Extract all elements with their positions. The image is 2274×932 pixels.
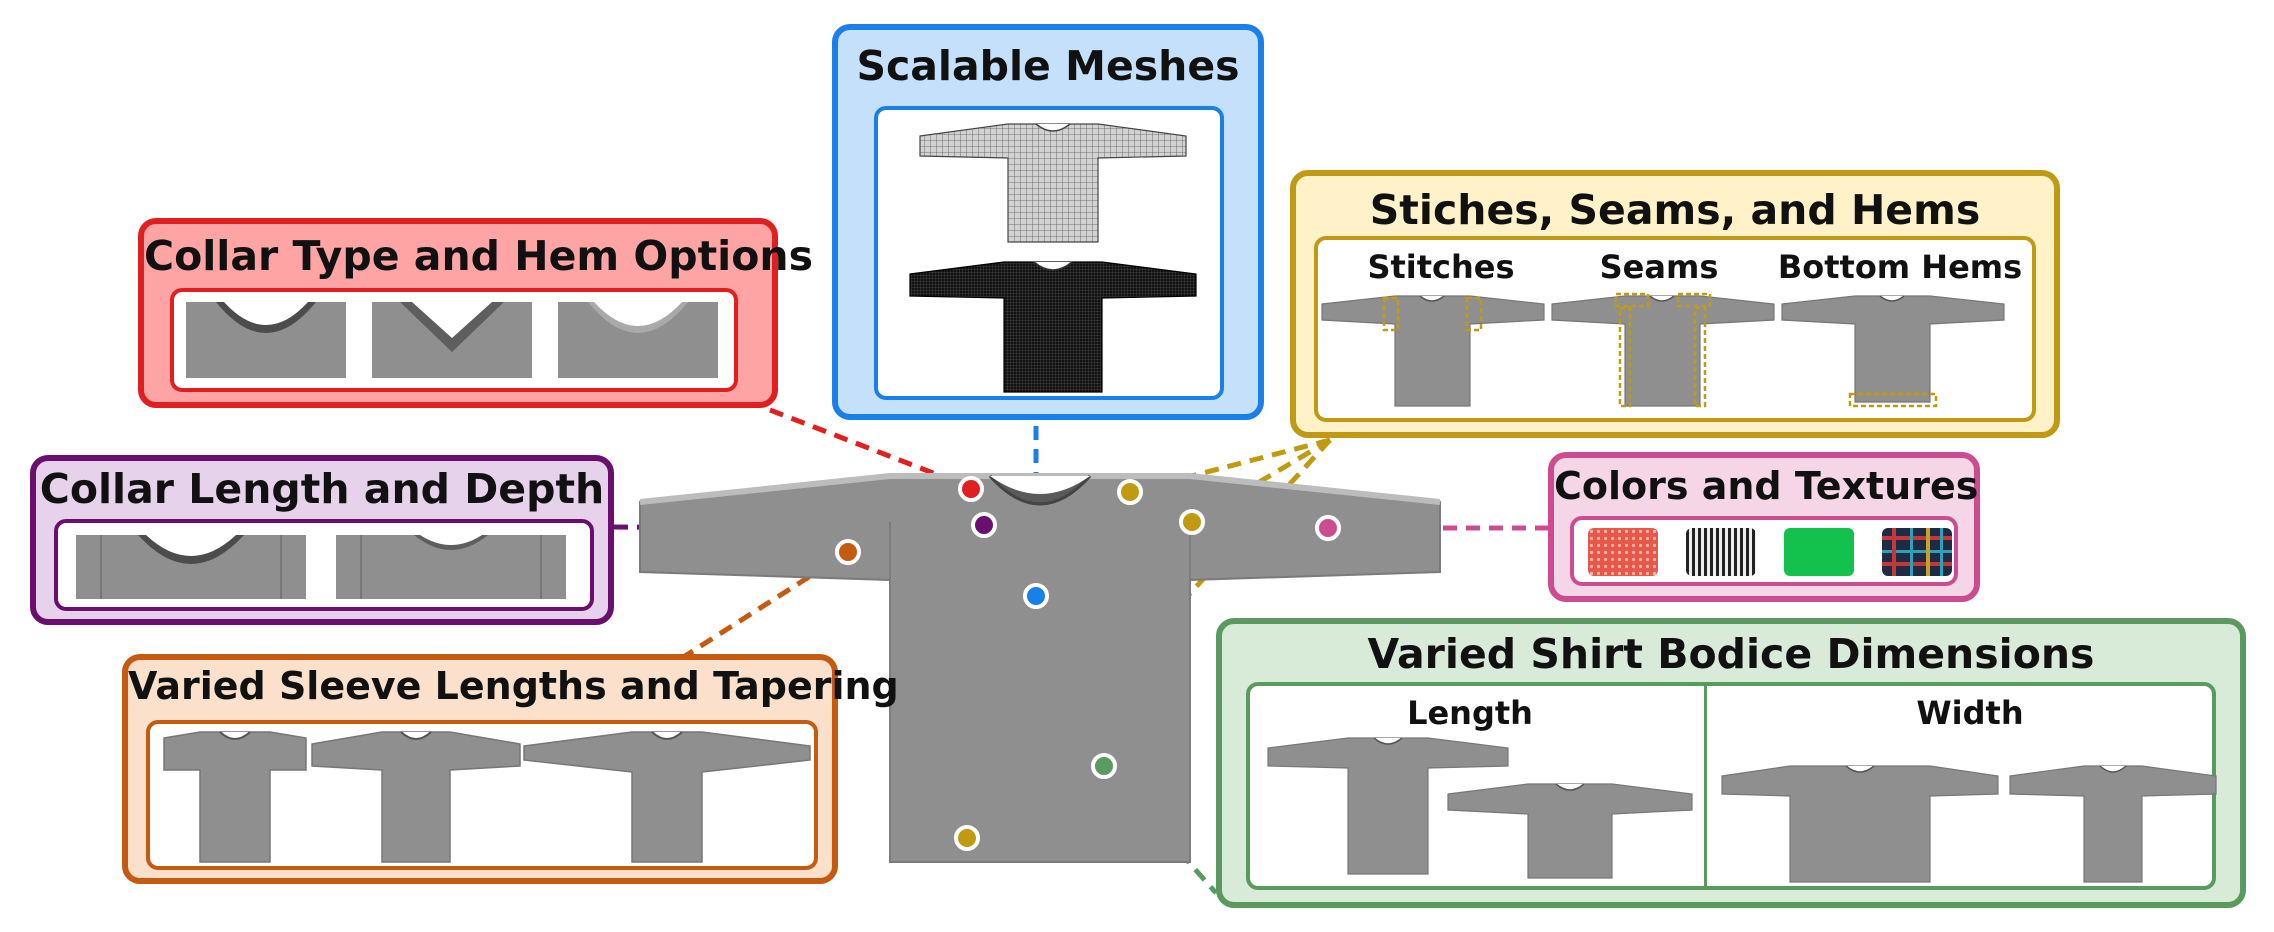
v-neck-collar-thumbnail [372, 302, 532, 378]
sleeve-examples [146, 720, 818, 870]
central-shirt [639, 473, 1441, 863]
collar-type-examples [170, 288, 738, 392]
coarse-mesh-shirt-thumbnail [919, 123, 1187, 243]
connector-collar-type [769, 407, 973, 491]
marker-collar-length [971, 512, 997, 538]
stitches-panel: Stiches, Seams, and Hems Stitches Seams … [1290, 170, 2060, 438]
seams-label: Seams [1599, 248, 1719, 286]
length-label: Length [1407, 694, 1533, 732]
long-bodice-shirt-thumbnail [1267, 737, 1509, 875]
mid-sleeve-shirt-thumbnail [311, 731, 521, 863]
marker-colors [1315, 515, 1341, 541]
wide-bodice-shirt-thumbnail [1721, 765, 1999, 883]
collar-length-panel: Collar Length and Depth [30, 455, 614, 625]
marker-meshes [1023, 583, 1049, 609]
bodice-panel: Varied Shirt Bodice Dimensions Length Wi… [1216, 618, 2246, 908]
bodice-examples: Length Width [1246, 682, 2217, 890]
swatch-black-stripes [1686, 528, 1756, 576]
collar-type-panel: Collar Type and Hem Options [138, 218, 813, 408]
bottom-hems-shirt-thumbnail [1781, 295, 2005, 408]
fine-mesh-shirt-thumbnail [909, 261, 1197, 393]
marker-collar-type [958, 476, 984, 502]
no-hem-collar-thumbnail [558, 302, 718, 378]
short-bodice-shirt-thumbnail [1447, 783, 1693, 879]
panel-title: Colors and Textures [1554, 464, 1979, 508]
stitches-label: Stitches [1367, 248, 1515, 286]
deep-collar-thumbnail [76, 535, 306, 599]
long-tapered-sleeve-shirt-thumbnail [523, 731, 811, 863]
seams-shirt-thumbnail [1551, 292, 1775, 408]
panel-title: Varied Sleeve Lengths and Tapering [128, 664, 899, 708]
colors-panel: Colors and Textures [1548, 452, 1980, 602]
mesh-examples [874, 106, 1224, 400]
meshes-panel: Scalable Meshes [832, 24, 1264, 420]
stitches-examples: Stitches Seams Bottom Hems [1314, 236, 2036, 422]
panel-title: Scalable Meshes [856, 42, 1240, 90]
narrow-bodice-shirt-thumbnail [2009, 765, 2217, 883]
collar-length-examples [54, 519, 594, 611]
bottom-hems-label: Bottom Hems [1777, 248, 2023, 286]
marker-stitches-shoulder [1179, 509, 1205, 535]
short-sleeve-shirt-thumbnail [163, 731, 307, 863]
panel-title: Stiches, Seams, and Hems [1369, 186, 1981, 234]
marker-stitches-collar [1117, 479, 1143, 505]
panel-title: Collar Type and Hem Options [144, 232, 813, 280]
stitches-shirt-thumbnail [1321, 295, 1545, 407]
panel-title: Varied Shirt Bodice Dimensions [1367, 630, 2095, 678]
marker-bodice [1091, 753, 1117, 779]
bodice-divider [1704, 686, 1707, 886]
marker-sleeve [835, 539, 861, 565]
texture-swatches [1570, 516, 1958, 586]
marker-stitches-hem [954, 825, 980, 851]
width-label: Width [1916, 694, 2024, 732]
shallow-collar-thumbnail [336, 535, 566, 599]
swatch-plaid [1882, 528, 1952, 576]
panel-title: Collar Length and Depth [39, 465, 605, 513]
sleeve-panel: Varied Sleeve Lengths and Tapering [122, 654, 899, 884]
swatch-solid-green [1784, 528, 1854, 576]
round-collar-thumbnail [186, 302, 346, 378]
swatch-red-dots [1588, 528, 1658, 576]
